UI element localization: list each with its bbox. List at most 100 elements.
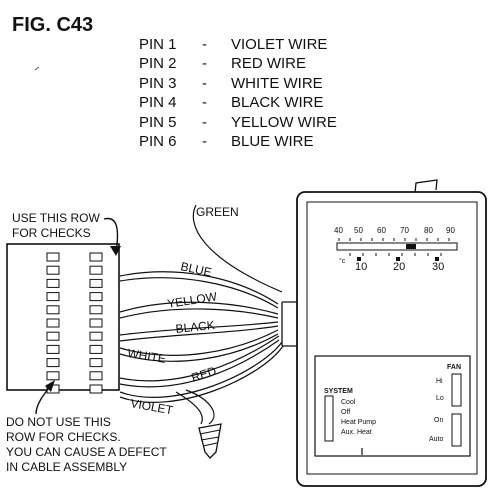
system-option: Off xyxy=(341,409,350,416)
violet-wire-drop xyxy=(185,389,215,425)
pin-wire: BLACK WIRE xyxy=(231,94,324,111)
pin-hole-right xyxy=(89,371,103,381)
fahrenheit-label: 90 xyxy=(446,226,455,235)
system-label: SYSTEM xyxy=(324,388,353,395)
thermostat-face xyxy=(306,201,478,475)
pin-wire: WHITE WIRE xyxy=(231,75,323,92)
celsius-label: 30 xyxy=(432,261,444,273)
celsius-marker xyxy=(435,257,439,261)
black-wire xyxy=(119,325,279,342)
pin-hole-right xyxy=(89,305,103,315)
note-line: YOU CAN CAUSE A DEFECT xyxy=(6,445,167,459)
wire-harness xyxy=(119,204,284,425)
celsius-marker xyxy=(396,257,400,261)
do-not-use-arrowhead xyxy=(45,380,55,392)
celsius-label: 10 xyxy=(355,261,367,273)
fahrenheit-label: 80 xyxy=(424,226,433,235)
note-line: FOR CHECKS xyxy=(12,226,91,240)
temperature-slider[interactable] xyxy=(336,242,458,251)
white-wire xyxy=(119,329,279,356)
pin-number: PIN 6 xyxy=(139,133,177,150)
pin-hole-right xyxy=(89,358,103,368)
yellow-wire-label: YELLOW xyxy=(166,289,218,311)
pin-hole-left xyxy=(46,344,60,354)
fan-switch-group: FAN Hi Lo On Auto xyxy=(429,364,462,447)
violet-wire xyxy=(119,341,283,398)
pin-wire: RED WIRE xyxy=(231,55,306,72)
celsius-unit-mark: °c xyxy=(339,257,346,265)
pin-row: PIN 3 - WHITE WIRE xyxy=(139,75,323,92)
pin-dash: - xyxy=(202,55,207,72)
fahrenheit-label: 40 xyxy=(334,226,343,235)
note-line: USE THIS ROW xyxy=(12,211,100,225)
green-wire-label: GREEN xyxy=(196,205,239,219)
use-row-note: USE THIS ROW FOR CHECKS xyxy=(12,211,100,240)
use-row-arrow xyxy=(103,217,119,253)
system-switch-group: SYSTEM Cool Off Heat Pump Aux. Heat xyxy=(324,388,376,442)
pin-hole-left xyxy=(46,305,60,315)
violet-wire xyxy=(119,345,284,403)
pin-legend: PIN 1 - VIOLET WIRE PIN 2 - RED WIRE PIN… xyxy=(139,36,337,150)
pin-hole-left xyxy=(46,331,60,341)
pin-row: PIN 5 - YELLOW WIRE xyxy=(139,114,337,131)
white-wire-label: WHITE xyxy=(127,346,167,366)
note-line: IN CABLE ASSEMBLY xyxy=(6,460,127,474)
do-not-use-note: DO NOT USE THIS ROW FOR CHECKS. YOU CAN … xyxy=(6,415,167,474)
system-switch[interactable] xyxy=(324,395,334,442)
pin-dash: - xyxy=(202,36,207,53)
pin-wire: BLUE WIRE xyxy=(231,133,314,150)
pin-number: PIN 3 xyxy=(139,75,177,92)
pin-hole-right xyxy=(89,252,103,262)
red-wire-label: RED xyxy=(190,364,219,385)
system-option: Aux. Heat xyxy=(341,429,372,436)
blue-wire-label: BLUE xyxy=(179,259,213,279)
pin-hole-left xyxy=(46,265,60,275)
fahrenheit-label: 50 xyxy=(354,226,363,235)
yellow-wire xyxy=(119,308,279,319)
scan-speck xyxy=(34,66,40,71)
pin-row: PIN 4 - BLACK WIRE xyxy=(139,94,324,111)
thermostat-wire-entry xyxy=(281,301,297,347)
celsius-label: 20 xyxy=(393,261,405,273)
fan-speed-switch[interactable] xyxy=(451,373,462,407)
pin-hole-left xyxy=(46,252,60,262)
violet-wire-label: VIOLET xyxy=(129,396,174,417)
setpoint-indicator[interactable] xyxy=(406,244,416,249)
note-line: DO NOT USE THIS xyxy=(6,415,111,429)
pin-number: PIN 5 xyxy=(139,114,177,131)
violet-wire-drop xyxy=(175,391,203,425)
pin-wire: YELLOW WIRE xyxy=(231,114,337,131)
pin-hole-left xyxy=(46,371,60,381)
fan-speed-option: Lo xyxy=(436,395,444,402)
pin-hole-right xyxy=(89,318,103,328)
fan-mode-option: Auto xyxy=(429,436,444,443)
use-row-arrowhead xyxy=(110,246,121,256)
pin-hole-left xyxy=(46,318,60,328)
scale-ticks-bottom xyxy=(349,253,442,256)
fan-label: FAN xyxy=(447,364,461,371)
fan-mode-switch[interactable] xyxy=(451,413,462,447)
pin-hole-right xyxy=(89,344,103,354)
note-line: ROW FOR CHECKS. xyxy=(6,430,121,444)
pin-dash: - xyxy=(202,75,207,92)
figure-title: FIG. C43 xyxy=(12,14,93,36)
yellow-wire xyxy=(119,301,279,315)
pin-hole-right xyxy=(89,278,103,288)
system-option: Cool xyxy=(341,399,356,406)
thermostat-lever xyxy=(414,179,438,194)
pin-row: PIN 2 - RED WIRE xyxy=(139,55,306,72)
red-wire xyxy=(119,339,280,388)
blue-wire xyxy=(119,277,279,309)
black-wire-label: BLACK xyxy=(175,318,216,336)
fan-speed-option: Hi xyxy=(436,378,443,385)
fan-mode-option: On xyxy=(434,417,443,424)
temperature-scale: 40 50 60 70 80 90 60 °c 10 20 30 xyxy=(334,226,458,273)
pin-wire: VIOLET WIRE xyxy=(231,36,327,53)
pin-hole-left xyxy=(46,358,60,368)
pin-number: PIN 2 xyxy=(139,55,177,72)
fahrenheit-label: 70 xyxy=(400,226,409,235)
pin-number: PIN 4 xyxy=(139,94,177,111)
system-option: Heat Pump xyxy=(341,419,376,426)
pin-hole-right xyxy=(89,265,103,275)
